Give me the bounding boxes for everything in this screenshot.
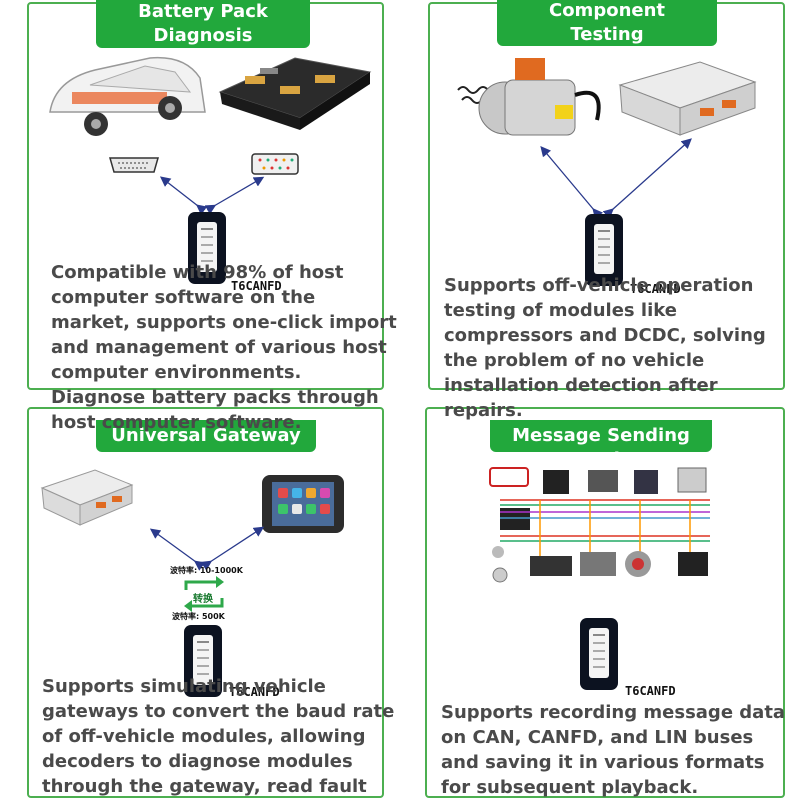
t6canfd-device: [585, 214, 623, 286]
pin-connector-icon: [251, 153, 299, 175]
t6canfd-device: [188, 212, 226, 284]
diagnostic-tablet-image: [262, 475, 344, 533]
component-testing-description: Supports off-vehicle operation testing o…: [444, 275, 766, 421]
convert-label: 转换: [193, 594, 213, 605]
t6canfd-device: [184, 625, 222, 697]
battery-pack-title: Battery Pack Diagnosis: [96, 0, 310, 48]
device-label: T6CANFD: [630, 282, 681, 296]
dcdc-module-image: [618, 61, 757, 136]
device-label: T6CANFD: [625, 684, 676, 698]
device-screen: [589, 628, 609, 678]
baud-rate-top: 波特率: 10-1000K: [170, 566, 243, 575]
universal-gateway-description: Supports simulating vehicle gateways to …: [42, 676, 395, 797]
battery-pack-image: [218, 57, 372, 130]
device-label: T6CANFD: [229, 685, 280, 699]
baud-rate-bottom: 波特率: 500K: [172, 612, 225, 621]
t6canfd-device: [580, 618, 618, 690]
convert-arrows-icon: [184, 576, 224, 612]
bus-wiring-diagram: [489, 467, 710, 583]
gateway-module-image: [40, 469, 134, 526]
component-testing-title: Component Testing: [497, 0, 717, 46]
device-label: T6CANFD: [231, 279, 282, 293]
device-screen: [197, 222, 217, 272]
universal-gateway-title: Universal Gateway: [96, 420, 316, 452]
battery-pack-description: Compatible with 98% of host computer sof…: [51, 262, 397, 433]
car-image: [49, 56, 206, 136]
message-title: Message Sending and Receiving: [490, 420, 712, 452]
obd-connector-icon: [109, 157, 159, 173]
device-screen: [594, 224, 614, 274]
compressor-image: [457, 58, 601, 136]
universal-gateway-panel: [27, 407, 384, 798]
message-description: Supports recording message data on CAN, …: [441, 702, 786, 798]
device-screen: [193, 635, 213, 685]
